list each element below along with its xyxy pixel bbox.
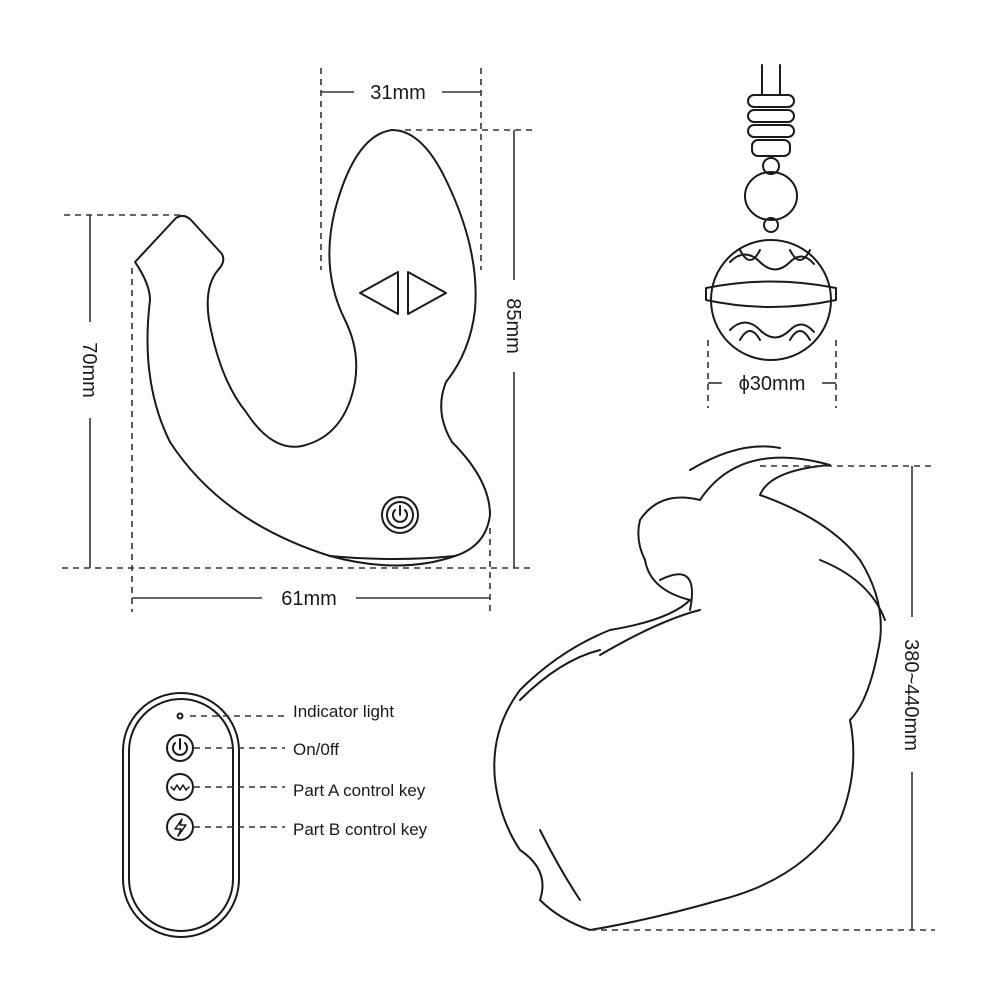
dimension-label: 31mm (370, 82, 426, 104)
wave-icon (166, 773, 194, 801)
bell-charm (705, 64, 837, 361)
lightning-icon (166, 813, 194, 841)
label-part-a: Part A control key (293, 781, 426, 800)
dimension-label: 85mm (502, 298, 524, 354)
right-arrow-icon (407, 271, 447, 315)
label-part-b: Part B control key (293, 820, 428, 839)
dimension-label: 70mm (78, 342, 100, 398)
device-body (134, 129, 491, 567)
dimension-85mm: 85mm (62, 129, 535, 569)
dimension-380-440mm: 380~440mm (590, 465, 935, 931)
left-arrow-icon (359, 271, 399, 315)
remote-control: Indicator light On/0ff Part A control ke… (122, 692, 428, 938)
label-indicator-light: Indicator light (293, 702, 394, 721)
dimension-label: ϕ30mm (739, 373, 806, 395)
indicator-light (176, 712, 184, 720)
dimension-61mm: 61mm (131, 268, 491, 612)
dimension-30mm: ϕ30mm (707, 340, 837, 408)
fox-tail (493, 445, 886, 931)
power-icon (166, 734, 194, 762)
dimension-70mm: 70mm (64, 214, 180, 568)
dimension-label: 380~440mm (900, 639, 922, 751)
dimension-label: 61mm (281, 588, 337, 610)
label-on-off: On/0ff (293, 740, 339, 759)
power-button-icon (381, 496, 419, 534)
dimension-31mm: 31mm (320, 68, 482, 270)
